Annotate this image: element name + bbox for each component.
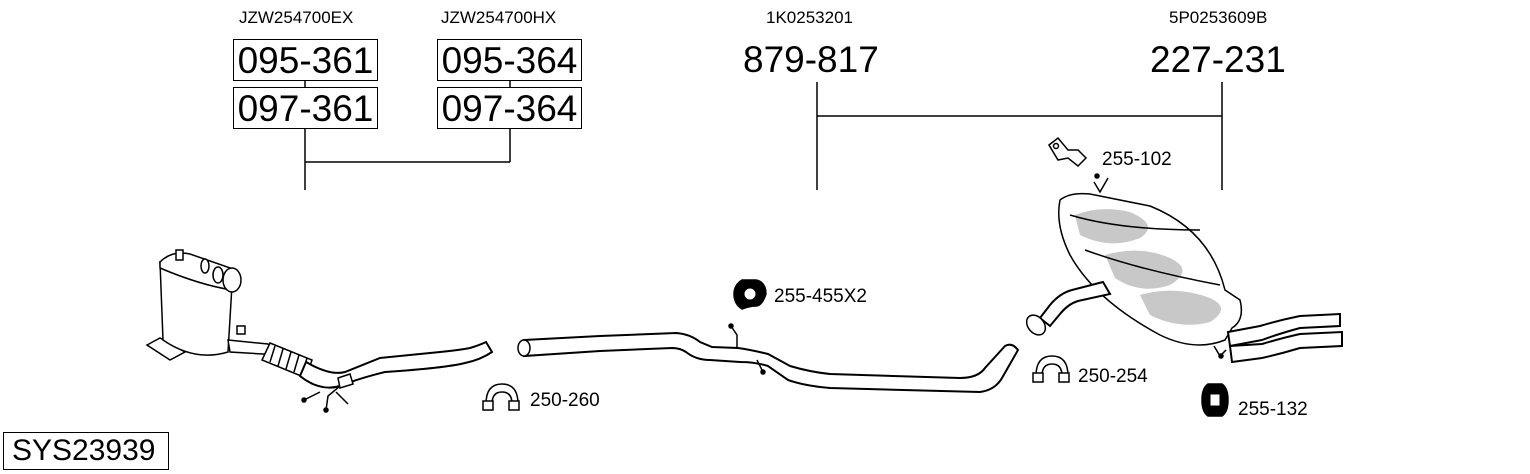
part-number[interactable]: 227-231 xyxy=(1150,39,1286,80)
oem-number: JZW254700HX xyxy=(441,8,557,27)
clamp-icon[interactable] xyxy=(1032,355,1070,383)
part-number[interactable]: 879-817 xyxy=(743,39,879,80)
accessory-label[interactable]: 250-254 xyxy=(1078,366,1148,387)
oem-number: 1K0253201 xyxy=(766,8,853,27)
part-number-box[interactable]: 095-361 xyxy=(233,39,378,81)
particulate-filter-unit[interactable] xyxy=(145,249,494,413)
rear-silencer[interactable] xyxy=(1023,173,1343,364)
system-code-box: SYS23939 xyxy=(3,432,169,470)
rubber-hanger-icon[interactable] xyxy=(733,279,767,310)
oem-number: 5P0253609B xyxy=(1169,8,1268,27)
accessory-label[interactable]: 250-260 xyxy=(530,390,600,411)
group-connector-lines-right xyxy=(816,82,1223,190)
accessory-label[interactable]: 255-102 xyxy=(1102,149,1172,170)
oem-number: JZW254700EX xyxy=(239,8,354,27)
bracket-icon[interactable] xyxy=(1048,136,1088,168)
rubber-hanger-icon[interactable] xyxy=(1201,383,1229,417)
part-number-box[interactable]: 097-361 xyxy=(233,87,378,129)
middle-pipe[interactable] xyxy=(517,323,1020,394)
accessory-label[interactable]: 255-132 xyxy=(1238,399,1308,420)
group-connector-lines-left xyxy=(304,80,511,190)
clamp-icon[interactable] xyxy=(482,383,520,411)
accessory-label[interactable]: 255-455X2 xyxy=(774,286,867,307)
part-number-box[interactable]: 097-364 xyxy=(437,87,582,129)
part-number-box[interactable]: 095-364 xyxy=(437,39,582,81)
